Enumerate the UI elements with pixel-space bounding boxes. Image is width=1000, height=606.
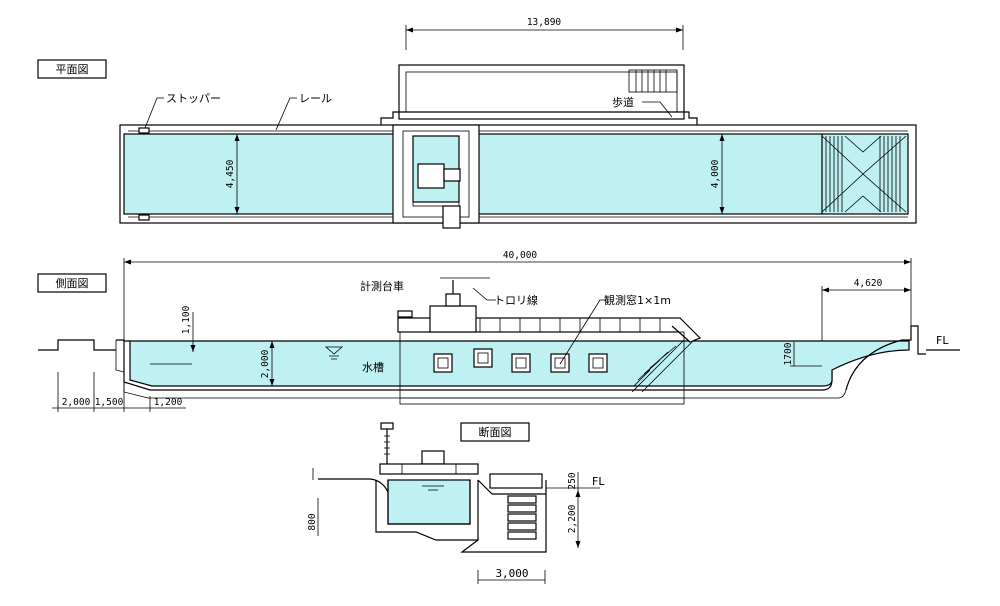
- dim-pit-2: 1,500: [95, 397, 124, 408]
- dim-total-length: 40,000: [503, 250, 538, 261]
- label-fl-section: FL: [592, 475, 605, 488]
- label-trolley: トロリ線: [494, 293, 538, 307]
- label-tank: 水槽: [362, 361, 384, 374]
- label-carriage: 計測台車: [360, 279, 404, 293]
- dim-section-depth: 2,200: [567, 504, 578, 533]
- dim-water-depth: 2,000: [260, 349, 271, 378]
- observation-window: [588, 353, 608, 373]
- observation-window: [473, 348, 493, 368]
- dim-section-width: 3,000: [495, 567, 528, 580]
- section-carriage-deck: [379, 463, 479, 475]
- side-carriage-frame: [399, 331, 685, 405]
- dim-beach-length: 4,620: [854, 278, 883, 289]
- ground-left: [38, 339, 116, 351]
- dim-plan-width-right: 4,000: [710, 159, 721, 188]
- dim-walkway-width: 13,890: [527, 17, 562, 28]
- dim-section-left: 800: [307, 513, 318, 530]
- observation-window: [511, 353, 531, 373]
- section-view-title-box: [460, 422, 530, 442]
- stopper-top: [138, 127, 150, 134]
- observation-window: [550, 353, 570, 373]
- side-view-title-box: [37, 273, 107, 293]
- label-window: 観測窓1×1m: [604, 293, 671, 307]
- plan-view: 平面図 13,890: [37, 17, 917, 229]
- plan-tank-outline: [119, 124, 917, 224]
- section-view: 断面図 FL: [307, 422, 605, 584]
- plan-water: [123, 133, 909, 215]
- dim-beach-height: 1700: [783, 342, 794, 365]
- plan-view-title-box: [37, 59, 107, 79]
- stopper-bottom: [138, 214, 150, 221]
- section-walkway: [489, 473, 543, 489]
- side-carriage-body: [429, 305, 477, 333]
- section-view-title: 断面図: [479, 425, 512, 439]
- dim-section-top: 250: [567, 472, 578, 489]
- label-rail: レール: [299, 92, 332, 105]
- stairs: [628, 69, 678, 93]
- dim-freeboard: 1,100: [181, 305, 192, 334]
- label-walkway: 歩道: [612, 95, 634, 109]
- dim-pit-1: 2,000: [62, 397, 91, 408]
- label-fl-side: FL: [936, 334, 949, 347]
- side-view-title: 側面図: [56, 277, 89, 290]
- dim-plan-width-left: 4,450: [225, 159, 236, 188]
- observation-window: [433, 353, 453, 373]
- section-water: [387, 479, 471, 525]
- side-view: 側面図 40,000 4,620 FL: [37, 250, 960, 412]
- plan-beach-hatching: [821, 135, 907, 213]
- dim-pit-3: 1,200: [154, 397, 183, 408]
- plan-view-title: 平面図: [56, 63, 89, 76]
- label-stopper: ストッパー: [166, 92, 221, 105]
- walkway-platform: [398, 64, 685, 120]
